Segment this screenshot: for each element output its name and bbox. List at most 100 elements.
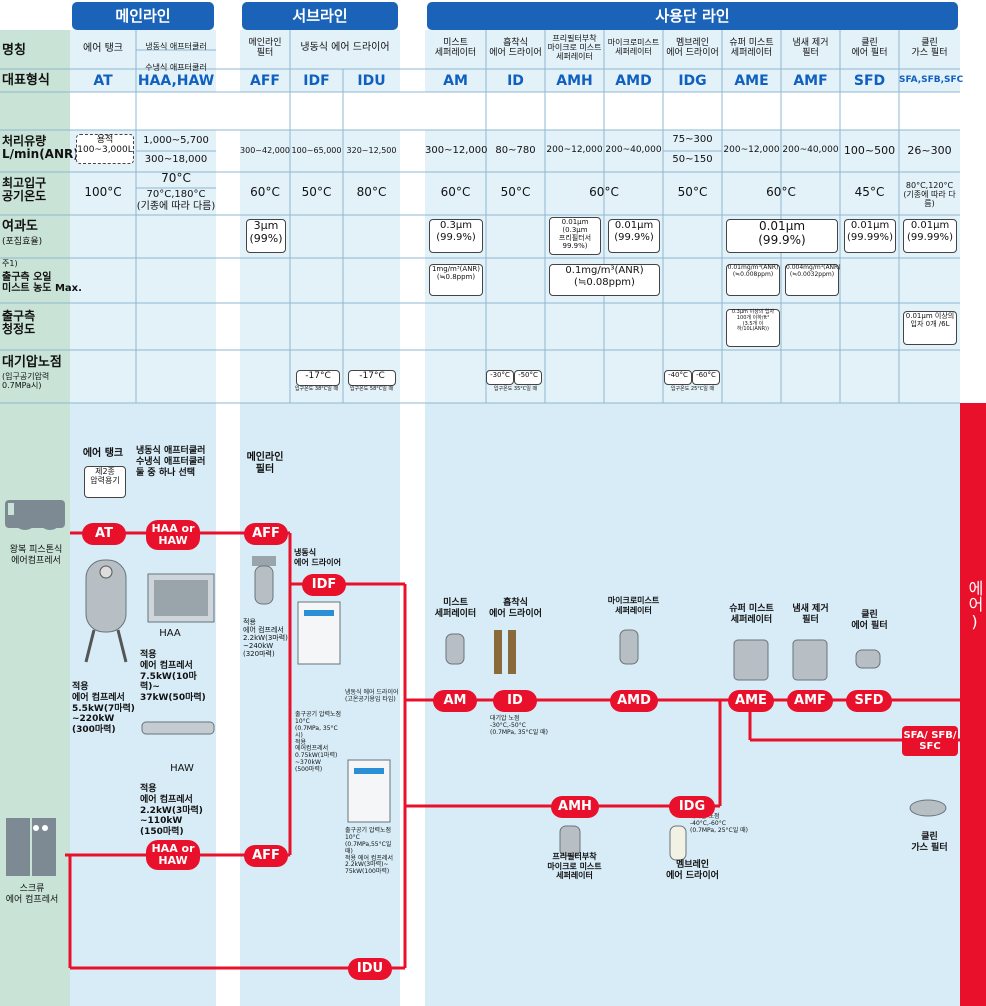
cell-idf-flow: 100~65,000	[291, 146, 342, 155]
pill-aff-bottom: AFF	[244, 845, 288, 867]
code-amf: AMF	[793, 73, 828, 89]
code-id: ID	[507, 73, 524, 89]
col-name-ame: 슈퍼 미스트 세퍼레이터	[729, 38, 774, 59]
cell-haa-temp: 70°C	[161, 171, 191, 185]
cell-amd-flow: 200~40,000	[605, 145, 662, 155]
col-name-id: 흡착식 에어 드라이어	[489, 38, 542, 59]
code-idg: IDG	[678, 73, 707, 89]
cell-at-temp: 100°C	[84, 185, 122, 199]
cell-id-flow: 80~780	[495, 145, 536, 156]
code-haa: HAA,HAW	[137, 73, 215, 89]
code-am: AM	[443, 73, 468, 89]
haa-unit-icon	[147, 573, 215, 623]
code-amd: AMD	[615, 73, 652, 89]
row-label-name: 명칭	[2, 43, 26, 58]
code-amh: AMH	[556, 73, 593, 89]
pill-aff-top: AFF	[244, 523, 288, 545]
cell-idf-dew: -17°C	[296, 370, 340, 386]
cell-sf-clean: 0.01μm 이상의 입자 0개 /6L	[903, 311, 957, 345]
sf-title: 클린 가스 필터	[911, 832, 948, 853]
pill-idf: IDF	[302, 574, 346, 596]
recip-compressor-label: 왕복 피스톤식 에어컴프레서	[9, 545, 63, 566]
cell-haw-flow: 300~18,000	[144, 154, 208, 165]
haa-title: 냉동식 애프터쿨러 수냉식 애프터쿨러 둘 중 하나 선택	[136, 446, 206, 478]
code-idf: IDF	[303, 73, 330, 89]
idu-unit-icon	[347, 759, 391, 823]
row-label-mist-note: 주1)	[2, 259, 18, 268]
at-box: 제2종 압력용기	[84, 466, 126, 498]
cell-sfd-temp: 45°C	[854, 185, 885, 199]
pill-sfd: SFD	[846, 690, 892, 712]
col-name-sf: 클린 가스 필터	[911, 38, 948, 59]
amd-title: 마이크로미스트 세퍼레이터	[607, 596, 660, 615]
cell-amh-flow: 200~12,000	[546, 145, 603, 155]
cell-id-dew-b: -50°C	[514, 370, 542, 385]
cell-idu-dew-note: 입구온도 58°C일 때	[349, 386, 394, 392]
row-label-mist: 출구측 오일 미스트 농도 Max.	[2, 272, 82, 294]
pill-idg: IDG	[669, 796, 715, 818]
col-name-amd: 마이크로미스트 세퍼레이터	[607, 38, 660, 57]
cell-idu-temp: 80°C	[356, 185, 387, 199]
pill-idu: IDU	[348, 958, 392, 980]
cell-id-dew-a: -30°C	[486, 370, 514, 385]
row-label-clean: 출구측 청정도	[2, 309, 36, 337]
haw-unit-icon	[141, 721, 215, 735]
cell-ame-clean: 0.3μm 이상의 입자 100개 이하/ft³ (3.5개 이하/10L(AN…	[726, 309, 780, 347]
cell-idg-dew-a: -40°C	[664, 370, 692, 385]
code-idu: IDU	[357, 73, 386, 89]
pill-am: AM	[433, 690, 477, 712]
cell-amh-temp: 60°C	[589, 185, 619, 199]
col-name-amf: 냄새 제거 필터	[792, 38, 829, 59]
haa-label: HAA	[159, 628, 181, 639]
recip-compressor-icon	[5, 500, 65, 530]
air-tank-icon	[84, 559, 128, 663]
cell-sfd-flow: 100~500	[843, 144, 896, 157]
cell-am-temp: 60°C	[440, 185, 471, 199]
cell-id-temp: 50°C	[500, 185, 531, 199]
cell-idg-flow-b: 50~150	[672, 154, 713, 165]
code-aff: AFF	[250, 73, 280, 89]
cell-sfd-filt: 0.01μm (99.99%)	[844, 219, 896, 253]
point-filter-icons	[445, 629, 947, 861]
cell-amf-flow: 200~40,000	[782, 145, 839, 155]
cell-amh-filt: 0.01μm (0.3μm 프리필터서 99.9%)	[549, 217, 601, 255]
pill-at: AT	[82, 523, 126, 545]
pill-sf: SFA/ SFB/ SFC	[902, 726, 958, 756]
pill-haa-bottom: HAA or HAW	[146, 840, 200, 870]
section-sub-header: 서브라인	[292, 7, 348, 25]
cell-sf-temp: 80°C,120°C (기종에 따라 다름)	[903, 181, 956, 209]
col-name-at: 에어 탱크	[83, 43, 123, 54]
row-label-model: 대표형식	[2, 73, 50, 88]
cell-idg-temp: 50°C	[677, 185, 708, 199]
col-name-amh: 프리필터부착 마이크로 미스트 세퍼레이터	[547, 34, 602, 62]
cell-ame-filt: 0.01μm (99.9%)	[726, 219, 838, 253]
sfd-title: 클린 에어 필터	[851, 610, 888, 631]
cell-ame-mist: 0.01mg/m³(ANR) (≒0.008ppm)	[726, 264, 780, 296]
aff-filter-icon	[252, 556, 276, 605]
cell-amf-mist: 0.004mg/m³(ANR) (≒0.0032ppm)	[785, 264, 841, 296]
screw-compressor-icon	[6, 818, 56, 876]
pill-amh: AMH	[551, 796, 599, 818]
idu-apply: 출구공기 압력노점 10°C (0.7MPa,55°C일 때) 적용 에어 컴프…	[345, 827, 393, 876]
haw-apply: 적용 에어 컴프레서 2.2kW(3마력) ~110kW (150마력)	[140, 784, 203, 838]
at-title: 에어 탱크	[82, 448, 124, 459]
row-label-temp: 최고입구 공기온도	[2, 176, 47, 204]
row-label-flow: 처리유량 L/min(ANR)	[2, 134, 79, 162]
row-label-filtration-sub: (포집효율)	[2, 237, 43, 247]
cell-sf-flow: 26~300	[907, 144, 952, 157]
cell-idg-dew-note: 입구온도 25°C일 때	[670, 386, 715, 392]
amh-title: 프리필터부착 마이크로 미스트 세퍼레이터	[547, 852, 602, 881]
row-label-dew-sub: (입구공기압력 0.7MPa시)	[2, 372, 50, 390]
cell-ame-flow: 200~12,000	[723, 145, 780, 155]
col-name-idg: 멤브레인 에어 드라이어	[666, 38, 719, 59]
screw-compressor-label: 스크류 에어 컴프레서	[5, 884, 59, 905]
cell-aff-temp: 60°C	[250, 185, 280, 199]
code-sf: SFA,SFB,SFC	[899, 75, 964, 85]
col-name-aff: 메인라인 필터	[248, 38, 282, 59]
clean-air-label: 저노점 클린 에어 (클린룸용 에어)	[965, 580, 984, 631]
pill-amf: AMF	[787, 690, 833, 712]
section-main-header: 메인라인	[115, 7, 171, 25]
cell-am-flow: 300~12,000	[425, 145, 488, 156]
